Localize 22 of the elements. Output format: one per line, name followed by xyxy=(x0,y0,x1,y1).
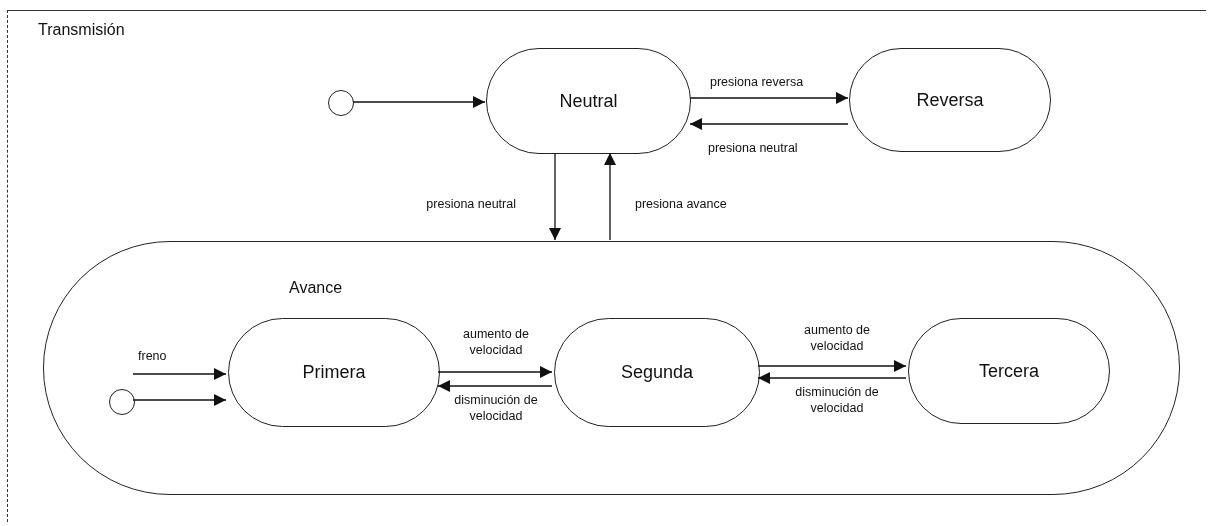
edge-label: presiona reversa xyxy=(708,74,806,90)
transition-arrow xyxy=(132,368,227,380)
state-name: Reversa xyxy=(916,89,984,111)
transition-arrow xyxy=(604,152,616,241)
state-name: Tercera xyxy=(979,360,1039,382)
edge-label: presiona neutral xyxy=(706,140,800,156)
state-name: Avance xyxy=(289,279,343,296)
edge-label: presiona avance xyxy=(633,196,729,212)
edge-label: presiona neutral xyxy=(424,196,518,212)
transition-arrow xyxy=(437,366,553,378)
frame-title: Transmisión xyxy=(38,21,125,38)
transition-arrow xyxy=(757,360,907,372)
transition-arrow xyxy=(437,380,553,392)
transition-arrow xyxy=(689,92,849,104)
state-name: Neutral xyxy=(559,90,618,112)
transition-arrow xyxy=(549,152,561,241)
state-name: Segunda xyxy=(620,362,694,383)
transition-arrow xyxy=(689,118,849,130)
transition-arrow xyxy=(132,394,227,406)
state-name: Primera xyxy=(302,362,366,383)
transition-arrow xyxy=(352,96,486,108)
transition-arrow xyxy=(757,372,907,384)
